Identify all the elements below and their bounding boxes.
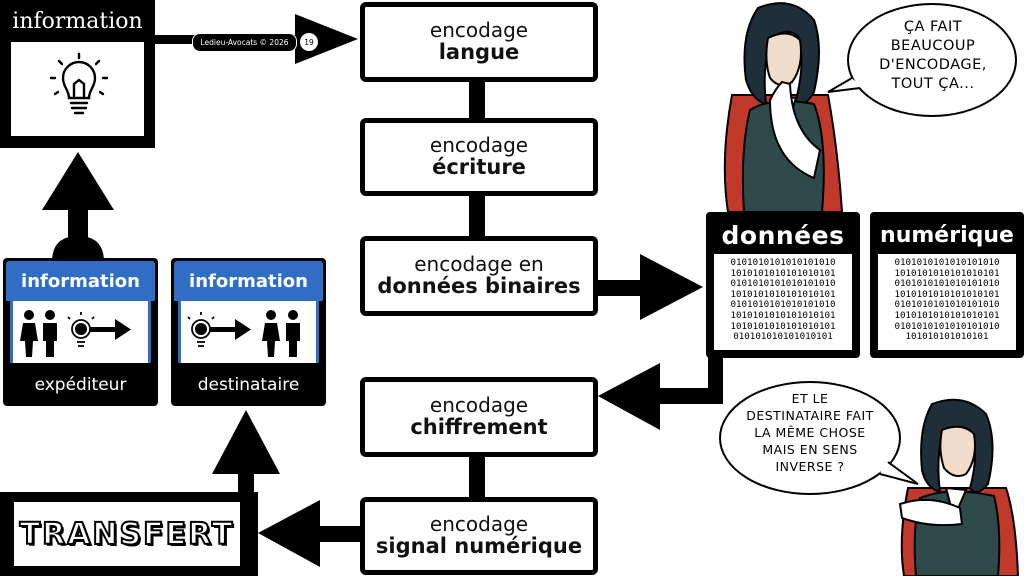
numerique-panel: numérique 0101010101010101010 1010101010… bbox=[870, 212, 1024, 358]
connector-langue-ecriture bbox=[469, 78, 485, 128]
step-langue-line1: encodage bbox=[429, 18, 529, 43]
arrow-to-chiffrement bbox=[598, 352, 723, 430]
donnees-panel: données 0101010101010101010 101010101010… bbox=[706, 212, 860, 358]
copyright-text: Ledieu-Avocats © 2026 bbox=[200, 38, 289, 47]
step-signal: encodage signal numérique bbox=[360, 497, 598, 575]
sender-card-title: information bbox=[6, 261, 155, 301]
receiver-card-title: information bbox=[174, 261, 323, 301]
step-ecriture-line1: encodage bbox=[429, 133, 529, 158]
transfert-box: TRANSFERT bbox=[0, 492, 258, 576]
speech-bubble-top bbox=[827, 3, 1017, 117]
connector-chiffrement-signal bbox=[469, 452, 485, 508]
step-chiffrement: encodage chiffrement bbox=[360, 377, 598, 457]
step-langue: encodage langue bbox=[360, 2, 598, 82]
transfert-label: TRANSFERT bbox=[19, 516, 235, 553]
information-box: information bbox=[0, 0, 155, 148]
step-signal-line1: encodage bbox=[429, 512, 529, 537]
step-binaire-line1: encodage en bbox=[414, 252, 544, 277]
step-binaire: encodage en données binaires bbox=[360, 236, 598, 316]
sender-card: information expéditeur bbox=[3, 258, 158, 406]
speech-bubble-bottom bbox=[719, 381, 919, 495]
donnees-body: 0101010101010101010 1010101010101010101 … bbox=[714, 254, 852, 350]
sender-card-illustration bbox=[10, 301, 151, 363]
lightbulb-icon bbox=[49, 52, 109, 115]
sender-people-icon bbox=[20, 310, 131, 357]
numerique-binary: 0101010101010101010 1010101010101010101 … bbox=[894, 257, 1000, 343]
information-box-body bbox=[11, 42, 144, 136]
character-top-illustration bbox=[723, 2, 844, 212]
arrow-to-transfert bbox=[258, 500, 365, 567]
step-ecriture: encodage écriture bbox=[360, 118, 598, 196]
connector-ecriture-binaire bbox=[469, 192, 485, 244]
step-binaire-line2: données binaires bbox=[377, 274, 581, 299]
receiver-card-label: destinataire bbox=[197, 375, 300, 395]
transfert-box-inner: TRANSFERT bbox=[14, 502, 240, 566]
information-box-title: information bbox=[12, 8, 143, 34]
page-number-badge: 19 bbox=[299, 32, 319, 52]
step-chiffrement-line1: encodage bbox=[429, 393, 529, 418]
receiver-card: information destinataire bbox=[171, 258, 326, 406]
sender-card-label: expéditeur bbox=[34, 375, 127, 395]
donnees-binary: 0101010101010101010 1010101010101010101 … bbox=[730, 257, 836, 343]
numerique-body: 0101010101010101010 1010101010101010101 … bbox=[878, 254, 1016, 350]
numerique-title: numérique bbox=[880, 222, 1014, 248]
donnees-title: données bbox=[721, 220, 845, 250]
copyright-pill: Ledieu-Avocats © 2026 bbox=[192, 33, 297, 52]
speech-bubble-top-text: ÇA FAIT BEAUCOUP D'ENCODAGE, TOUT ÇA... bbox=[879, 19, 987, 92]
character-bottom-illustration bbox=[898, 398, 1020, 576]
receiver-people-icon bbox=[187, 310, 300, 357]
arrow-to-information bbox=[42, 152, 114, 262]
step-signal-line2: signal numérique bbox=[375, 534, 583, 559]
step-ecriture-line2: écriture bbox=[432, 155, 526, 180]
arrow-to-donnees bbox=[596, 254, 703, 320]
speech-bubble-bottom-text: ET LE DESTINATAIRE FAIT LA MÊME CHOSE MA… bbox=[746, 391, 874, 474]
page-number: 19 bbox=[304, 37, 314, 47]
step-chiffrement-line2: chiffrement bbox=[410, 415, 548, 440]
step-langue-line2: langue bbox=[438, 40, 520, 65]
receiver-card-illustration bbox=[178, 301, 319, 363]
